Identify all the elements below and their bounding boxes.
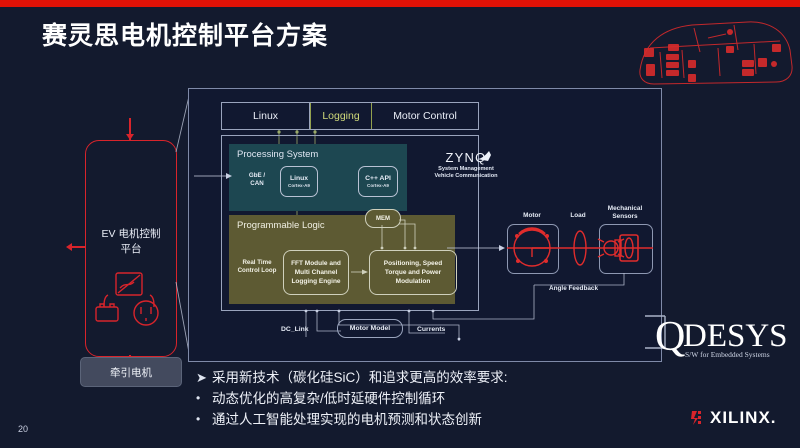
ps-block-cpp-api: C++ API Cortex-A9 [358,166,398,197]
bullet-item: • 通过人工智能处理实现的电机预测和状态创新 [196,410,656,429]
bullet-marker-arrow: ➤ [196,370,207,385]
ps-block-linux: Linux Cortex-A9 [280,166,318,197]
qdesys-logo: Q DESYS S/W for Embedded Systems [645,314,795,362]
programmable-logic-region: Programmable Logic Real Time Control Loo… [229,209,457,304]
bullet-marker-dot: • [196,412,201,426]
qdesys-wordmark: DESYS [683,318,788,354]
gbe-can-line2: CAN [250,180,264,187]
real-time-control-loop-label: Real Time Control Loop [235,259,279,275]
ev-connector-top [129,118,131,140]
ps-block-cpp-api-core: Cortex-A9 [367,182,389,188]
tab-motor-control-label: Motor Control [393,110,457,122]
zynq-subtitle: System Management Vehicle Communication [418,166,514,181]
motor-model-block: Motor Model [337,319,403,338]
page-title: 赛灵思电机控制平台方案 [42,22,329,50]
mechanical-sensors-line1: Mechanical [607,205,643,212]
zynq-wordmark: ZYNQ [445,150,487,165]
callout-connector-lines [175,91,191,359]
load-caption: Load [570,212,586,219]
pl-block-positioning-modulation-label: Positioning, Speed Torque and Power Modu… [383,260,443,285]
bullet-text: 动态优化的高复杂/低时延硬件控制循环 [212,391,446,406]
ev-arrow-left [66,242,72,251]
currents-label: Currents [417,326,446,333]
motor-model-label: Motor Model [349,325,391,332]
ev-platform-label-line1: EV 电机控制 [101,228,161,240]
xilinx-mark-icon [691,411,701,425]
bullet-text: 通过人工智能处理实现的电机预测和状态创新 [212,412,482,427]
mem-block: MEM [365,209,401,228]
rtcl-line2: Control Loop [237,267,277,274]
external-input-arrow [194,173,232,179]
car-wireframe-illustration [639,21,793,85]
programmable-logic-title: Programmable Logic [237,220,325,231]
ev-arrow-top [125,134,134,140]
zynq-swoosh-icon [477,151,491,161]
tab-linux-label: Linux [252,110,279,122]
ps-block-linux-core: Cortex-A9 [288,182,310,188]
processing-system-title: Processing System [237,149,319,160]
qdesys-tagline: S/W for Embedded Systems [685,350,770,359]
motor-load-sensor-graphics [507,227,653,267]
bullet-text: 采用新技术（碳化硅SiC）和追求更高的效率要求: [212,370,508,385]
ev-connector-left [68,246,86,248]
dc-link-label: DC_Link [281,326,309,333]
traction-motor-label: 牵引电机 [110,366,152,379]
zynq-soc-outline: Processing System GbE / CAN Linux Cortex… [194,135,498,311]
software-layer-tabs: Linux Logging Motor Control [221,102,479,130]
zynq-branding: ZYNQ System Management Vehicle Communica… [418,150,514,181]
xilinx-wordmark: XILINX. [710,408,777,427]
bullet-item: ➤ 采用新技术（碳化硅SiC）和追求更高的效率要求: [196,368,656,387]
ev-motor-control-platform-box: EV 电机控制 平台 [85,140,177,357]
gbe-can-line1: GbE / [248,172,266,179]
traction-motor-box: 牵引电机 [80,357,182,387]
mechanical-sensors-line2: Sensors [612,213,638,220]
pl-to-motor-arrow [447,245,505,251]
ev-platform-label: EV 电机控制 平台 [86,227,176,257]
top-accent-bar [0,0,800,7]
mechanical-sensors-caption: Mechanical Sensors [597,205,653,221]
zynq-subtitle-line1: System Management [438,166,494,172]
tab-motor-control[interactable]: Motor Control [372,103,478,129]
pl-block-positioning-modulation: Positioning, Speed Torque and Power Modu… [369,250,457,295]
qdesys-bracket-icon [645,315,666,349]
bullet-item: • 动态优化的高复杂/低时延硬件控制循环 [196,389,656,408]
motor-box [507,224,559,274]
ps-block-cpp-api-name: C++ API [365,174,391,182]
bullet-list: ➤ 采用新技术（碳化硅SiC）和追求更高的效率要求: • 动态优化的高复杂/低时… [196,368,656,431]
motor-caption: Motor [523,212,541,219]
mem-label: MEM [376,215,390,222]
bullet-marker-dot: • [196,391,201,405]
processing-system-region: Processing System GbE / CAN Linux Cortex… [229,144,407,211]
tab-linux[interactable]: Linux [222,103,310,129]
pl-internal-wiring [351,219,417,275]
architecture-diagram-frame: Linux Logging Motor Control [188,88,662,362]
ps-block-linux-name: Linux [289,174,309,182]
qdesys-letter-q: Q [655,314,686,360]
ev-charger-battery-plug-icons [95,272,159,326]
mechanical-sensors-box [599,224,653,274]
zynq-subtitle-line2: Vehicle Communication [434,173,498,180]
pl-block-fft-logging-label: FFT Module and Multi Channel Logging Eng… [291,260,341,285]
pl-block-fft-logging: FFT Module and Multi Channel Logging Eng… [283,250,349,295]
page-number: 20 [18,424,29,434]
bottom-signal-routing [304,273,625,341]
rtcl-line1: Real Time [242,259,272,266]
angle-feedback-label: Angle Feedback [549,285,599,292]
ev-platform-label-line2: 平台 [120,243,142,255]
gbe-can-io-label: GbE / CAN [240,172,274,188]
xilinx-logo: XILINX. [690,408,777,428]
tab-logging[interactable]: Logging [310,103,372,129]
tab-logging-label: Logging [322,110,360,122]
